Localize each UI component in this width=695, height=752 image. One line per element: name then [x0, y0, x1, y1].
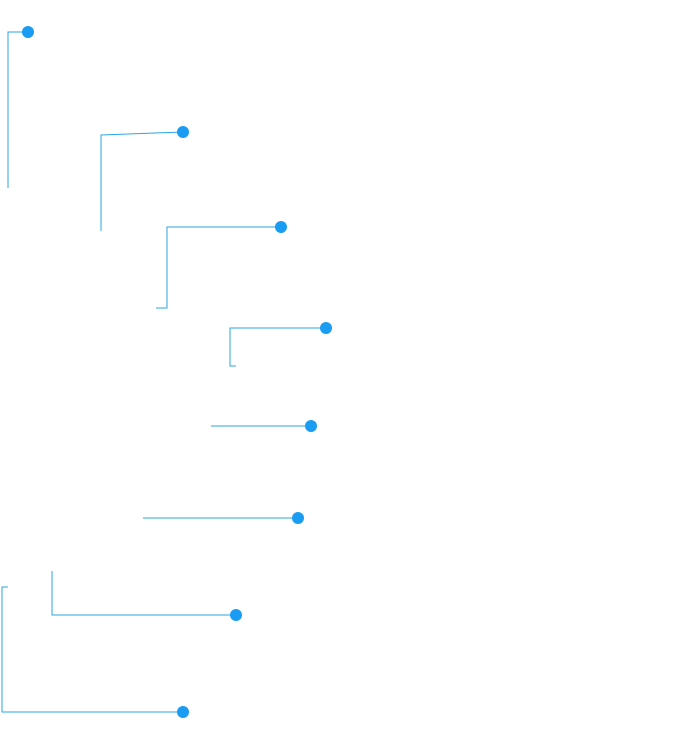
leader-3-path [156, 226, 281, 309]
leader-8-dot[interactable] [177, 706, 189, 718]
leader-5-dot[interactable] [305, 420, 317, 432]
leader-8-path [1, 586, 183, 713]
leader-1-dot[interactable] [22, 26, 34, 38]
leader-7-path [51, 571, 236, 616]
leader-line-5 [211, 420, 317, 432]
leader-line-4 [229, 322, 332, 367]
leader-line-8 [1, 586, 189, 718]
leader-4-dot[interactable] [320, 322, 332, 334]
leader-line-3 [156, 221, 287, 309]
leader-4-path [229, 327, 326, 367]
leader-2-path [100, 131, 184, 231]
leader-2-dot[interactable] [177, 126, 189, 138]
leader-7-dot[interactable] [230, 609, 242, 621]
leader-line-2 [100, 126, 189, 231]
leader-line-7 [51, 571, 242, 621]
leader-3-dot[interactable] [275, 221, 287, 233]
leader-6-dot[interactable] [292, 512, 304, 524]
leader-line-6 [143, 512, 304, 524]
leader-line-1 [7, 26, 34, 188]
leader-1-path [7, 31, 28, 188]
